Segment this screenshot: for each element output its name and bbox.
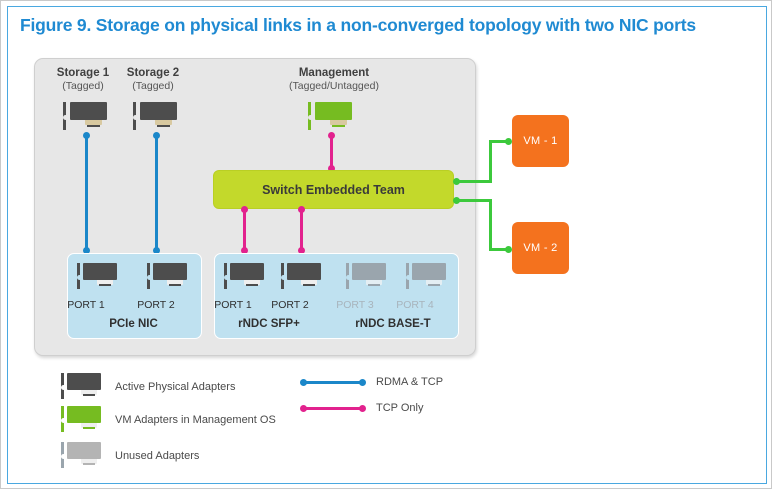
- vm1-link-seg-h2: [489, 140, 511, 143]
- link-endpoint: [328, 132, 335, 139]
- legend-icon-active-adapter: [61, 373, 101, 399]
- group-title-rndc-sfp: rNDC SFP+: [238, 318, 300, 330]
- vm-link-endpoint: [505, 246, 512, 253]
- legend-label-tcp-only: TCP Only: [376, 402, 424, 414]
- vm-label-2: VM - 2: [523, 242, 558, 254]
- link-endpoint: [328, 165, 335, 172]
- vm-link-endpoint: [453, 197, 460, 204]
- vnic-label-storage-2: Storage 2 (Tagged): [126, 67, 180, 92]
- legend-label-vm-adapter: VM Adapters in Management OS: [115, 414, 276, 426]
- legend-icon-vm-adapter: [61, 406, 101, 432]
- vm1-link-seg-h1: [458, 180, 492, 183]
- nic-icon-storage-1: [63, 102, 107, 130]
- vnic-label-management: Management (Tagged/Untagged): [289, 67, 379, 92]
- legend-label-active-adapter: Active Physical Adapters: [115, 381, 236, 393]
- vm1-link-seg-v: [489, 140, 492, 182]
- legend-line-rdma: [303, 381, 363, 384]
- link-endpoint: [298, 206, 305, 213]
- link-endpoint: [83, 247, 90, 254]
- legend-label-unused-adapter: Unused Adapters: [115, 450, 200, 462]
- vm-box-1: VM - 1: [512, 115, 569, 167]
- link-set-rndc-port1: [243, 209, 246, 253]
- link-management-tcp: [330, 135, 333, 171]
- nic-icon-pcie-port-2: [147, 263, 187, 289]
- port-label-rndc-4: PORT 4: [396, 299, 434, 311]
- nic-icon-storage-2: [133, 102, 177, 130]
- vm-label-1: VM - 1: [523, 135, 558, 147]
- legend-line-tcp: [303, 407, 363, 410]
- legend-label-rdma-tcp: RDMA & TCP: [376, 376, 444, 388]
- nic-icon-rndc-port-4: [406, 263, 446, 289]
- group-title-rndc-base-t: rNDC BASE-T: [355, 318, 431, 330]
- legend-line-dot-tcp: [359, 405, 366, 412]
- port-label-rndc-1: PORT 1: [214, 299, 252, 311]
- nic-icon-pcie-port-1: [77, 263, 117, 289]
- nic-icon-rndc-port-1: [224, 263, 264, 289]
- link-endpoint: [153, 132, 160, 139]
- vm-box-2: VM - 2: [512, 222, 569, 274]
- link-endpoint: [298, 247, 305, 254]
- vnic-label-storage-1: Storage 1 (Tagged): [56, 67, 110, 92]
- legend-icon-unused-adapter: [61, 442, 101, 468]
- port-label-rndc-3: PORT 3: [336, 299, 374, 311]
- link-endpoint: [83, 132, 90, 139]
- vm-link-endpoint: [453, 178, 460, 185]
- vm-link-endpoint: [505, 138, 512, 145]
- port-label-pcie-2: PORT 2: [137, 299, 175, 311]
- switch-embedded-team-box: Switch Embedded Team: [213, 170, 454, 209]
- nic-icon-management: [308, 102, 352, 130]
- switch-embedded-team-label: Switch Embedded Team: [262, 182, 405, 197]
- link-storage-2-rdma: [155, 135, 158, 253]
- link-set-rndc-port2: [300, 209, 303, 253]
- link-endpoint: [241, 247, 248, 254]
- nic-icon-rndc-port-2: [281, 263, 321, 289]
- link-endpoint: [153, 247, 160, 254]
- group-title-pcie-nic: PCIe NIC: [109, 318, 158, 330]
- link-storage-1-rdma: [85, 135, 88, 253]
- vm2-link-seg-h2: [489, 248, 511, 251]
- port-label-pcie-1: PORT 1: [67, 299, 105, 311]
- link-endpoint: [241, 206, 248, 213]
- nic-icon-rndc-port-3: [346, 263, 386, 289]
- vm2-link-seg-v: [489, 199, 492, 251]
- legend-line-dot-rdma: [359, 379, 366, 386]
- vm2-link-seg-h1: [458, 199, 492, 202]
- figure-title: Figure 9. Storage on physical links in a…: [20, 15, 696, 35]
- port-label-rndc-2: PORT 2: [271, 299, 309, 311]
